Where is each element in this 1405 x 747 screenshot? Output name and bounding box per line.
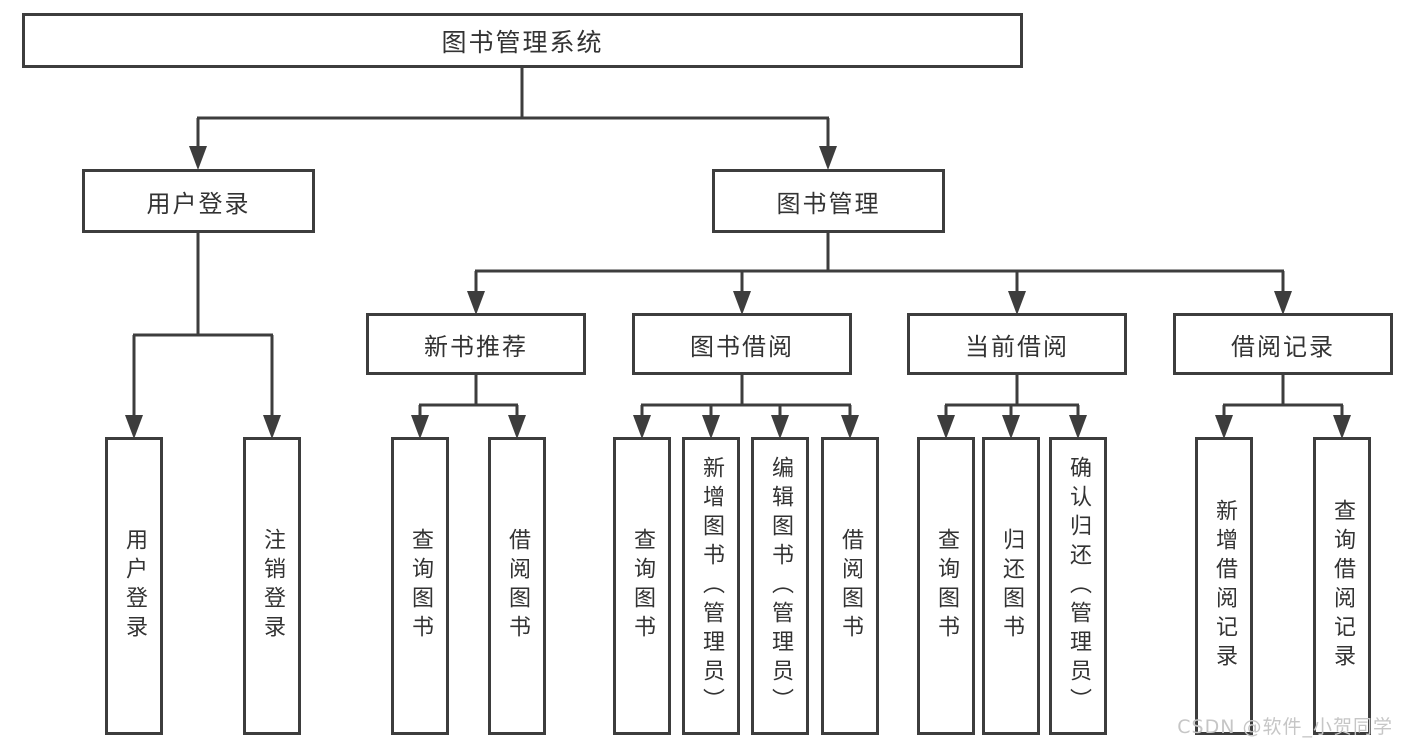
leaf-query-books-current: 查询图书 <box>917 437 975 735</box>
connector-paths <box>132 68 1344 418</box>
node-current-borrowing: 当前借阅 <box>907 313 1127 375</box>
node-book-borrowing: 图书借阅 <box>632 313 852 375</box>
csdn-watermark: CSDN @软件_小贺同学 <box>1177 716 1393 738</box>
leaf-query-books-recommend: 查询图书 <box>391 437 449 735</box>
leaf-query-borrow-record: 查询借阅记录 <box>1313 437 1371 735</box>
leaf-borrow-books-recommend: 借阅图书 <box>488 437 546 735</box>
node-new-book-recommend: 新书推荐 <box>366 313 586 375</box>
leaf-logout-action: 注销登录 <box>243 437 301 735</box>
leaf-edit-books-admin: 编辑图书（管理员） <box>751 437 809 735</box>
leaf-query-books-borrowing: 查询图书 <box>613 437 671 735</box>
node-book-management: 图书管理 <box>712 169 945 233</box>
leaf-confirm-return-admin: 确认归还（管理员） <box>1049 437 1107 735</box>
node-user-login: 用户登录 <box>82 169 315 233</box>
node-root-system: 图书管理系统 <box>22 13 1023 68</box>
node-borrowing-records: 借阅记录 <box>1173 313 1393 375</box>
arrow-down-icons <box>125 146 1351 439</box>
leaf-add-borrow-record: 新增借阅记录 <box>1195 437 1253 735</box>
leaf-add-books-admin: 新增图书（管理员） <box>682 437 740 735</box>
leaf-return-books: 归还图书 <box>982 437 1040 735</box>
leaf-user-login-action: 用户登录 <box>105 437 163 735</box>
leaf-borrow-books-borrowing: 借阅图书 <box>821 437 879 735</box>
